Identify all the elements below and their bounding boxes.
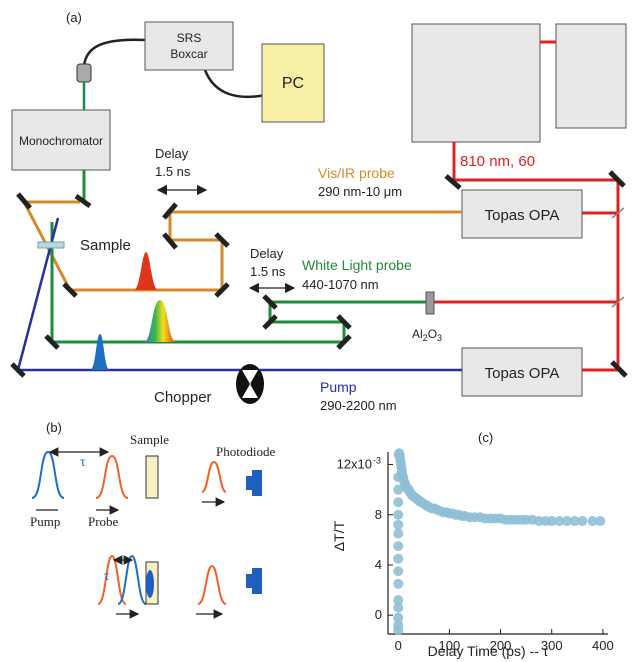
delay2-label: Delay — [250, 246, 284, 261]
x-tick-label: 400 — [592, 638, 614, 653]
data-point — [393, 553, 404, 564]
svg-text:Topas OPA: Topas OPA — [485, 207, 560, 224]
white-light-label: White Light probe — [302, 257, 412, 273]
x-tick-label: 100 — [439, 638, 461, 653]
al2o3-label: Al2O3 — [412, 327, 442, 343]
pump-label: Pump — [320, 379, 357, 395]
data-point — [393, 528, 404, 539]
data-point — [587, 516, 598, 527]
svg-text:Monochromator: Monochromator — [19, 134, 103, 148]
data-point — [393, 578, 404, 589]
detector-icon — [76, 63, 92, 83]
pump-pulse-b2 — [117, 554, 147, 605]
pump-label-b: Pump — [30, 514, 60, 529]
topas-opa-bottom: Topas OPA — [461, 347, 583, 397]
monochromator: Monochromator — [11, 109, 111, 171]
y-tick-label: 12x10 — [337, 457, 372, 472]
data-point — [393, 602, 404, 613]
sample-label: Sample — [80, 237, 131, 254]
panel-c-label: (c) — [478, 430, 493, 445]
data-point — [393, 541, 404, 552]
excited-region — [146, 570, 154, 598]
visir-probe-label: Vis/IR probe — [318, 165, 395, 181]
y-exponent: -3 — [373, 456, 381, 466]
laser-beam-810 — [434, 142, 620, 372]
probe-label-b: Probe — [88, 514, 119, 529]
data-point — [562, 516, 573, 527]
x-axis-label: Delay Time (ps) -- τ — [428, 643, 549, 659]
pc-cable — [203, 69, 266, 99]
pump-pulse-b1 — [31, 450, 65, 499]
visir-probe-range: 290 nm-10 μm — [318, 184, 402, 199]
probe-pulse-b2 — [97, 554, 127, 605]
photodiode-icon-1 — [246, 470, 262, 496]
delay2-value: 1.5 ns — [250, 264, 286, 279]
laser-oscillator-box — [555, 23, 627, 129]
topas-opa-top: Topas OPA — [461, 189, 583, 239]
photodiode-label: Photodiode — [216, 444, 275, 459]
probe-pulse-b1 — [95, 454, 129, 499]
data-point — [393, 620, 404, 631]
data-point — [569, 516, 580, 527]
pump-pulse — [90, 334, 110, 370]
data-point — [554, 516, 565, 527]
laser-label: 810 nm, 60 — [460, 153, 535, 170]
probe-transmitted-2 — [197, 564, 227, 605]
data-point — [393, 595, 404, 606]
pump-range: 290-2200 nm — [320, 398, 397, 413]
svg-text:Boxcar: Boxcar — [170, 47, 207, 61]
sample-plate — [37, 241, 65, 249]
panel-b-label: (b) — [46, 420, 62, 435]
sample-cell-1 — [145, 455, 159, 499]
data-point — [393, 519, 404, 530]
svg-text:SRS: SRS — [177, 31, 202, 45]
x-tick-label: 300 — [541, 638, 563, 653]
chopper-icon — [236, 364, 264, 404]
white-light-pulse — [144, 300, 176, 342]
x-tick-label: 0 — [395, 638, 402, 653]
white-light-range: 440-1070 nm — [302, 277, 379, 292]
data-point — [393, 566, 404, 577]
data-point — [393, 612, 404, 623]
data-point — [393, 509, 404, 520]
data-point — [577, 516, 588, 527]
x-tick-label: 200 — [490, 638, 512, 653]
y-axis-label: ΔT/T — [331, 520, 347, 551]
srs-cable — [82, 38, 146, 67]
svg-text:Topas OPA: Topas OPA — [485, 365, 560, 382]
svg-text:PC: PC — [282, 75, 304, 92]
visir-pulse — [134, 252, 158, 290]
chopper-label: Chopper — [154, 389, 212, 406]
delay1-value: 1.5 ns — [155, 164, 191, 179]
y-tick-label: 0 — [375, 607, 382, 622]
mirrors — [10, 170, 628, 378]
y-tick-label: 4 — [375, 557, 382, 572]
laser-amplifier-box — [411, 23, 541, 143]
probe-transmitted-1 — [201, 460, 227, 493]
data-point — [595, 516, 606, 527]
tau-label-2: τ — [104, 569, 110, 584]
srs-boxcar: SRS Boxcar — [144, 21, 234, 71]
sample-label-b: Sample — [130, 432, 169, 447]
beam-splitters — [611, 207, 625, 308]
data-point — [393, 497, 404, 508]
al2o3-crystal — [425, 291, 435, 315]
data-point — [393, 484, 404, 495]
delay1-label: Delay — [155, 146, 189, 161]
data-point — [546, 516, 557, 527]
pc-box: PC — [261, 43, 325, 123]
tau-label-1: τ — [80, 455, 86, 470]
photodiode-icon-2 — [246, 568, 262, 594]
panel-a-label: (a) — [66, 10, 82, 25]
y-tick-label: 8 — [375, 507, 382, 522]
